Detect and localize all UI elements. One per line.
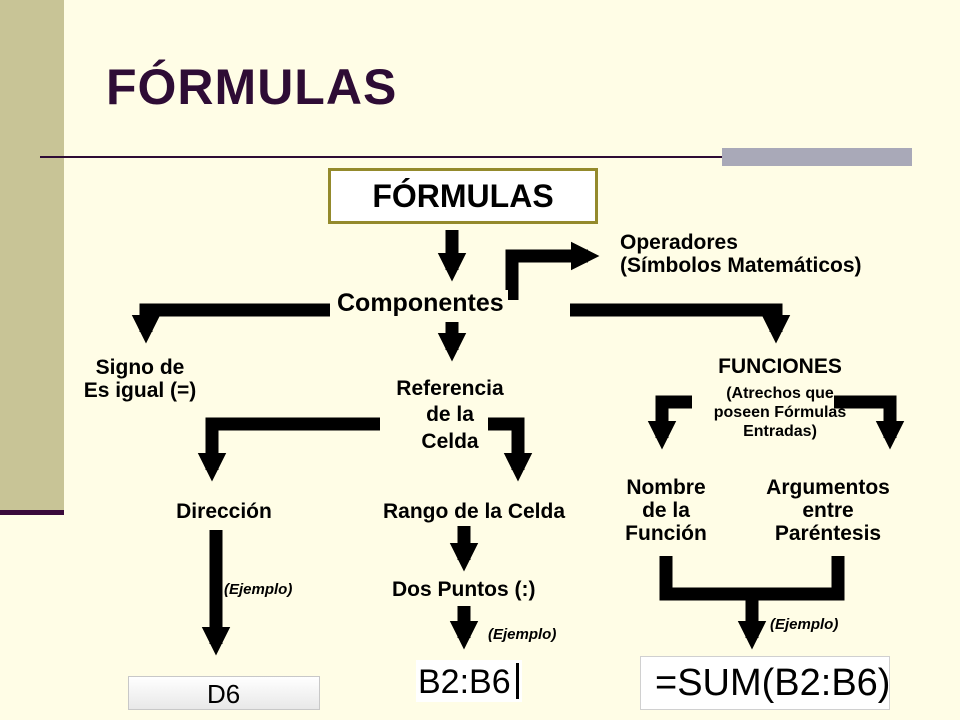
example-cell: D6 [207, 679, 241, 709]
direccion-label: Dirección [176, 500, 272, 523]
arrow-to-nombre [647, 395, 692, 450]
funciones-desc-line-3: Entradas) [743, 423, 817, 441]
funciones-label: FUNCIONES [718, 355, 842, 378]
signo-label: Signo de Es igual (=) [60, 356, 220, 402]
signo-line-2: Es igual (=) [83, 379, 197, 403]
nombre-label: Nombre de la Función [606, 476, 726, 545]
operadores-line-1: Operadores [620, 231, 738, 254]
arrow-to-argumentos [834, 395, 905, 450]
root-box: FÓRMULAS [328, 168, 598, 224]
ejemplo-rango-label: (Ejemplo) [488, 626, 557, 643]
referencia-line-3: Celda [421, 429, 479, 453]
example-formula-box: =SUM(B2:B6) [640, 656, 890, 710]
operadores-line-2: (Símbolos Matemáticos) [620, 254, 862, 278]
example-formula: =SUM(B2:B6) [655, 662, 891, 704]
arrow-to-sum [659, 556, 845, 638]
ejemplo-direccion-label: (Ejemplo) [224, 581, 293, 598]
example-range-box: B2:B6 [416, 660, 522, 702]
signo-line-1: Signo de [95, 356, 185, 379]
dos-puntos-label: Dos Puntos (:) [388, 578, 540, 602]
funciones-desc-line-1: (Atrechos que [726, 385, 834, 402]
arrow-to-funciones [570, 303, 791, 344]
arrow-to-operadores [505, 241, 600, 300]
ejemplo-funcion-label: (Ejemplo) [770, 616, 839, 633]
argumentos-label: Argumentos entre Paréntesis [742, 476, 914, 545]
slide-title: FÓRMULAS [106, 59, 398, 115]
componentes-label: Componentes [333, 289, 508, 318]
nombre-line-3: Función [625, 522, 707, 546]
referencia-line-2: de la [426, 403, 474, 427]
argumentos-line-2: entre [802, 499, 854, 523]
nombre-line-1: Nombre [626, 476, 706, 499]
referencia-label: Referencia de la Celda [372, 376, 528, 455]
funciones-desc-line-2: poseen Fórmulas [713, 404, 847, 422]
argumentos-line-3: Paréntesis [774, 522, 882, 546]
argumentos-line-1: Argumentos [766, 476, 890, 499]
referencia-line-1: Referencia [396, 377, 504, 400]
title-rule [40, 156, 912, 158]
example-range: B2:B6 [418, 663, 511, 701]
arrow-to-direccion [197, 417, 380, 482]
example-cell-box: D6 [128, 676, 320, 710]
sidebar-band [0, 0, 64, 512]
title-rule-accent [722, 148, 912, 166]
sidebar-underline [0, 510, 64, 515]
arrow-to-rango [488, 417, 533, 482]
nombre-line-2: de la [642, 499, 690, 523]
arrow-to-signo [131, 303, 330, 344]
rango-label: Rango de la Celda [382, 500, 566, 523]
text-cursor [516, 663, 519, 699]
operadores-label: Operadores (Símbolos Matemáticos) [620, 231, 862, 277]
funciones-description: (Atrechos que poseen Fórmulas Entradas) [680, 384, 880, 442]
